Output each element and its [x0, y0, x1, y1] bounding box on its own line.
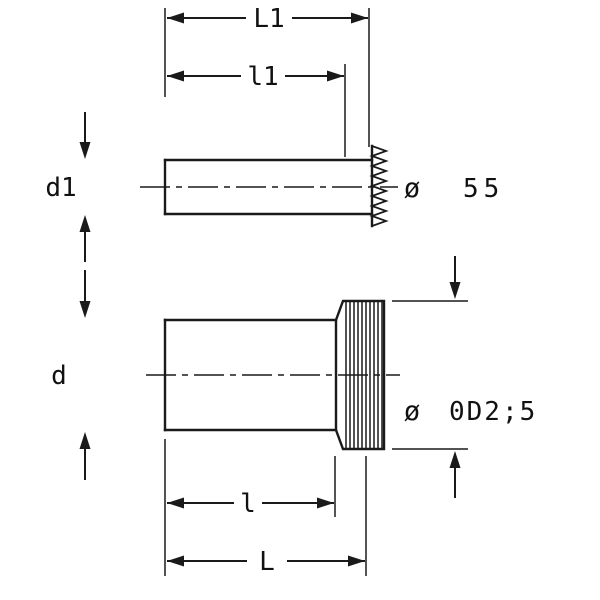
- dim-l1: l1: [167, 62, 346, 157]
- dim-l1-label: l1: [247, 62, 278, 92]
- arrowhead-up: [79, 215, 91, 232]
- bottom-pipe: [146, 299, 400, 451]
- top-pipe: [140, 144, 398, 228]
- dim-L1-label: L1: [253, 4, 284, 34]
- arrowhead-up: [79, 432, 91, 449]
- socket-outline: [334, 299, 386, 451]
- arrowhead-down: [79, 142, 91, 159]
- dia-bottom-value: 0D2;5: [449, 397, 537, 427]
- arrowhead-left: [167, 497, 184, 509]
- arrowhead-right: [317, 497, 334, 509]
- dim-d: d: [51, 270, 91, 480]
- top-pipe-serrations: [369, 145, 389, 227]
- dim-l: l: [167, 456, 336, 519]
- dim-d-label: d: [51, 361, 67, 391]
- dim-d1-label: d1: [45, 173, 76, 203]
- arrowhead-right: [351, 12, 368, 24]
- arrowhead-left: [167, 12, 184, 24]
- arrowhead-down: [449, 282, 461, 299]
- arrowhead-right: [327, 70, 344, 82]
- dia-bottom: ø 0D2;5: [392, 256, 537, 498]
- dim-l-label: l: [240, 489, 256, 519]
- arrowhead-left: [167, 555, 184, 567]
- arrowhead-right: [348, 555, 365, 567]
- dia-top: ø 55: [404, 173, 504, 204]
- dim-L: L: [164, 439, 367, 577]
- dim-d1: d1: [45, 112, 91, 262]
- dim-L1: L1: [164, 4, 370, 147]
- diameter-symbol: ø: [404, 396, 420, 427]
- diameter-symbol: ø: [404, 173, 420, 204]
- arrowhead-left: [167, 70, 184, 82]
- dia-top-value: 55: [463, 174, 504, 204]
- dim-L-label: L: [259, 547, 275, 577]
- arrowhead-down: [79, 301, 91, 318]
- arrowhead-up: [449, 451, 461, 468]
